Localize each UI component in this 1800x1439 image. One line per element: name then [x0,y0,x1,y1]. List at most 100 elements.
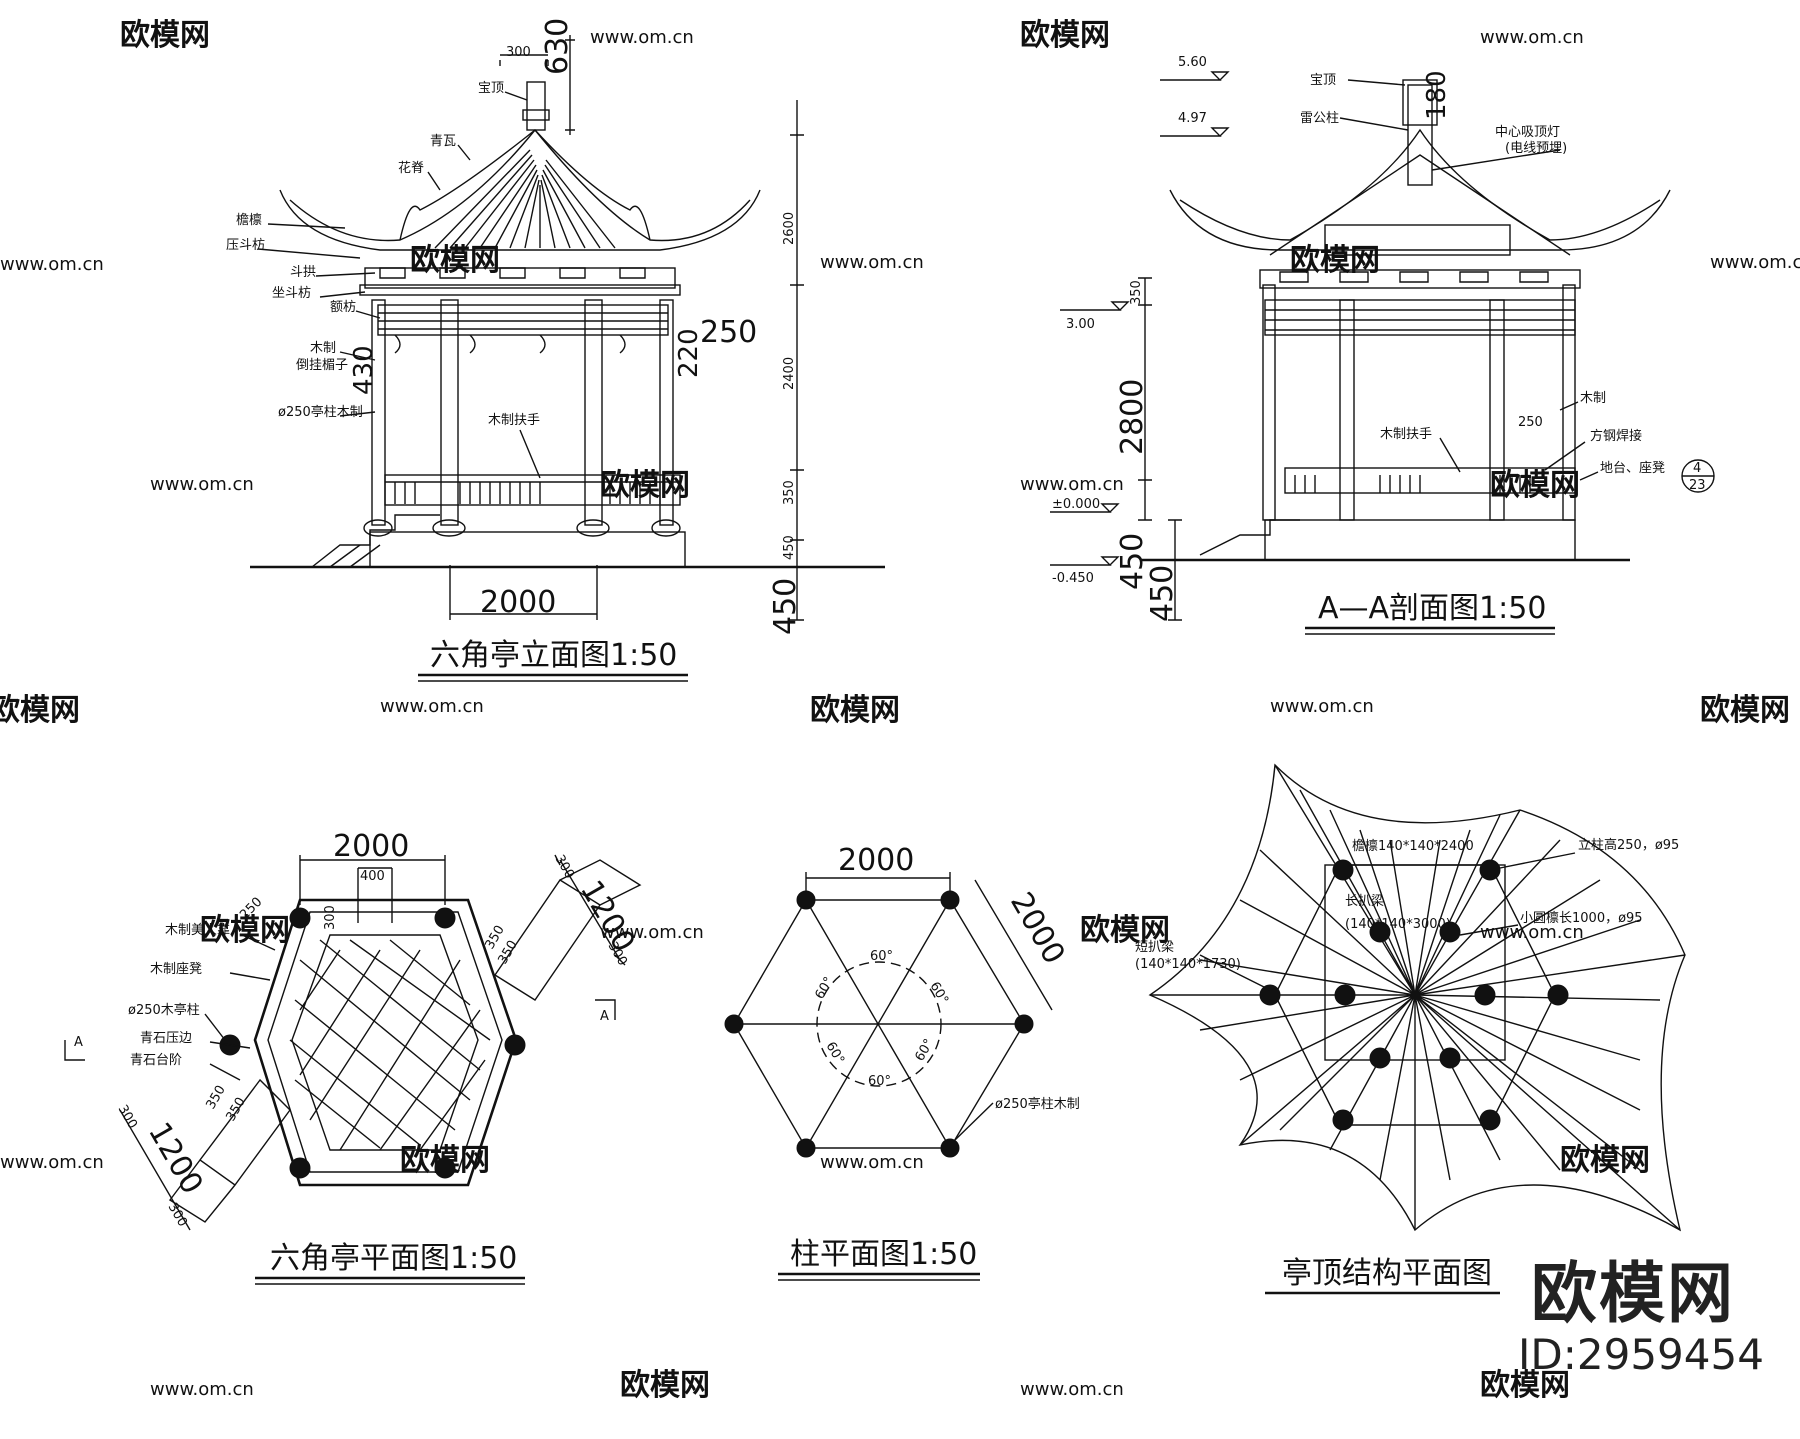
label-taijie: 青石台阶 [130,1053,182,1068]
cut-mark-left [64,1040,85,1061]
watermark-url: www.om.cn [0,254,104,275]
label-huaji: 花脊 [398,160,424,176]
watermark-url: www.om.cn [0,1152,104,1173]
dim-350c: 350 [203,1083,228,1112]
column [584,299,603,526]
roof-plan-view: 檐檩140*140*2400 立柱高250，ø95 长扒梁 (140*140*3… [1135,763,1686,1295]
roof-post-dot [1369,921,1391,943]
base-platform [1264,519,1576,561]
watermark-url: www.om.cn [1270,696,1374,717]
dim-2800: 2800 [1115,379,1150,455]
watermark-url: www.om.cn [820,1152,924,1173]
dim-lines-ne [554,854,626,966]
leader-lines [1339,79,1599,481]
watermark-url: www.om.cn [380,696,484,717]
watermark-brand: 欧模网 [1490,468,1580,503]
watermark-brand: 欧模网 [410,243,500,278]
watermark-url: www.om.cn [1480,27,1584,48]
brackets [1279,271,1549,283]
column-base [651,519,681,537]
dim-450b: 450 [1145,565,1180,622]
roof-eave [1169,189,1671,251]
angle-circle [816,961,942,1087]
watermark-url: www.om.cn [820,252,924,273]
section-levels: 5.60 4.97 3.00 ±0.000 -0.450 [1050,55,1230,586]
dim-2000-line [449,565,598,620]
label-efang: 额枋 [330,299,356,315]
label-zuodoufang: 坐斗枋 [272,285,311,301]
column-plan-view: 60° 60° 60° 60° 60° 60° 2000 2000 ø250亭柱… [724,843,1080,1281]
dim-300b: 300 [552,853,577,882]
watermark-brand: 欧模网 [120,18,210,53]
watermark-url: www.om.cn [590,27,694,48]
label-yabian: 青石压边 [140,1031,192,1046]
column-plan-title: 柱平面图1:50 [790,1237,977,1272]
leader-line [954,1102,994,1141]
cut-mark-a-left: A [74,1035,83,1050]
plan-view: 木制美人靠 木制座凳 ø250木亭柱 青石压边 青石台阶 A A 2000 40… [64,829,642,1285]
railing-balusters [394,482,661,504]
hex-outer [253,898,518,1187]
column-dot [434,907,456,929]
lattice-lines [1265,309,1575,331]
dim-2000: 2000 [333,829,409,864]
column-base [432,519,466,537]
column-dot [289,1157,311,1179]
plan-title: 六角亭平面图1:50 [270,1241,517,1276]
roof-post-dot [1332,859,1354,881]
label-duanzhaliang2: (140*140*1730) [1135,957,1241,972]
roof-post-dot [1479,859,1501,881]
plan-dimensions: 2000 400 300 250 300 1200 300 350 350 35… [115,829,642,1231]
dim-2000b: 2000 [1003,887,1071,971]
column-dot [940,890,960,910]
watermark-brand: 欧模网 [1560,1143,1650,1178]
column-dot [796,1138,816,1158]
column [440,299,459,526]
column-dim-lines [805,872,1053,1011]
paving-lines-b [299,949,486,1151]
label-zhu: ø250木亭柱 [128,1002,200,1018]
label-muzhi: 木制 [1580,391,1606,406]
dim-630: 630 [540,18,575,75]
label-yanlin: 檐檩140*140*2400 [1352,839,1474,854]
column [1262,284,1276,521]
label-yanlin: 檐檩 [236,213,262,228]
brackets [379,267,646,279]
roof-post-dot [1439,1047,1461,1069]
label-baoding: 宝顶 [478,81,504,96]
base-platform [369,531,686,568]
roof-post-dot [1259,984,1281,1006]
steps-edge [329,544,381,568]
column-dot [796,890,816,910]
column [1562,284,1576,521]
dim-2000a: 2000 [838,843,914,878]
cut-mark-a-right: A [600,1009,609,1024]
angle-label: 60° [927,980,952,1007]
watermark-brand: 欧模网 [1080,913,1170,948]
watermark-brand: 欧模网 [200,913,290,948]
leader-lines [1199,852,1576,991]
label-fushou: 木制扶手 [1380,427,1432,442]
label-dougong: 斗拱 [290,265,316,280]
leader-lines [204,933,276,1081]
label-duanzhaliang: 短扒梁 [1135,940,1174,955]
label-light: 中心吸顶灯 [1495,125,1560,140]
column-base [576,519,610,537]
steps-sw [168,1078,291,1223]
angle-label: 60° [868,1074,891,1089]
column-base [363,519,393,537]
column [659,299,674,526]
finial [1402,79,1438,126]
paving-lines-a [289,939,491,1149]
finial-ring [522,109,550,121]
roof-outline [1179,128,1661,241]
column-diagonals [734,899,1024,1149]
column-dot [434,1157,456,1179]
roof-post-dot [1479,1109,1501,1131]
king-post [1407,84,1433,186]
model-id: ID:2959454 [1518,1330,1764,1379]
roof-frame [1324,864,1506,1061]
label-meirenkao: 木制美人靠 [165,923,230,938]
watermark-layer: 欧模网 www.om.cn 欧模网 www.om.cn www.om.cn 欧模… [0,18,1800,1403]
roof-rafters [1199,789,1661,1181]
